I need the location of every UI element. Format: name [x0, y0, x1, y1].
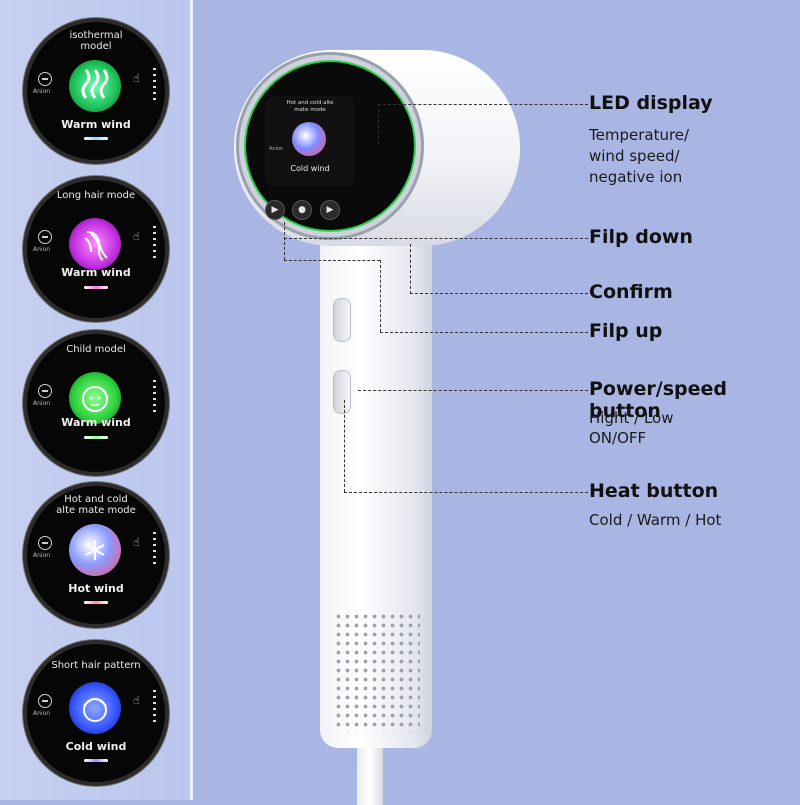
child-face-icon	[69, 372, 121, 424]
anion-label: Anion	[33, 552, 51, 559]
mode-screen-hot-cold: Hot and cold alte mate mode Anion ☝ Hot …	[27, 486, 165, 624]
wind-label: Warm wind	[61, 266, 131, 279]
leader-line-flip-down-drop	[284, 222, 285, 260]
leader-line-power	[358, 390, 588, 391]
anion-icon	[38, 694, 52, 708]
touch-icon: ☝	[133, 72, 140, 85]
mode-title: Hot and cold alte mate mode	[56, 494, 136, 516]
mode-title: Short hair pattern	[51, 660, 141, 671]
wind-label: Cold wind	[65, 740, 127, 753]
leader-line-led	[378, 104, 588, 105]
anion-label: Anion	[33, 710, 51, 717]
mode-indicator-bar	[84, 759, 108, 762]
led-wind-label: Cold wind	[290, 164, 330, 173]
anion-label: Anion	[33, 88, 51, 95]
leader-line-flip-up-drop	[380, 260, 381, 332]
mode-title: Child model	[66, 344, 126, 355]
long-hair-icon	[69, 218, 121, 270]
power-speed-button[interactable]	[333, 298, 351, 342]
flip-down-button[interactable]: ▶	[265, 200, 285, 220]
anion-label: Anion	[33, 400, 51, 407]
touch-icon: ☝	[133, 230, 140, 243]
touch-icon	[133, 384, 145, 398]
leader-line-flip-down	[284, 238, 588, 239]
label-confirm: Confirm	[589, 281, 673, 303]
leader-line-led-drop	[378, 104, 379, 144]
flip-up-button[interactable]: ▶	[320, 200, 340, 220]
anion-icon	[38, 384, 52, 398]
wind-label: Warm wind	[61, 416, 131, 429]
leader-line-flip-up	[380, 332, 588, 333]
mode-indicator-bar	[84, 137, 108, 140]
mode-screen-isothermal: isothermal model Anion ☝ Warm wind	[27, 22, 165, 160]
anion-label: Anion	[33, 246, 51, 253]
label-flip-up: Filp up	[589, 320, 663, 342]
heat-waves-icon	[69, 60, 121, 112]
mode-indicator-bar	[84, 286, 108, 289]
snowflake-icon	[69, 524, 121, 576]
air-intake-grille	[334, 612, 420, 732]
mode-title: isothermal model	[69, 30, 123, 52]
heat-button[interactable]	[333, 370, 351, 414]
label-power-desc-1: Hight / Low	[589, 409, 674, 427]
wind-label: Warm wind	[61, 118, 131, 131]
label-led-desc-3: negative ion	[589, 168, 683, 186]
snowflake-icon	[292, 122, 326, 156]
level-dots	[153, 226, 156, 262]
label-led-desc-2: wind speed/	[589, 147, 680, 165]
level-dots	[153, 68, 156, 104]
anion-icon	[38, 72, 52, 86]
short-hair-icon	[69, 682, 121, 734]
panel-divider	[190, 0, 193, 800]
level-dots	[153, 690, 156, 726]
wind-label: Hot wind	[68, 582, 124, 595]
anion-icon	[38, 536, 52, 550]
power-cord	[357, 745, 383, 805]
label-power-speed: Power/speed button	[589, 378, 728, 422]
leader-line-confirm-drop	[410, 244, 411, 294]
leader-line-heat-drop	[344, 400, 345, 492]
level-dots	[153, 380, 156, 416]
label-led-display: LED display	[589, 92, 713, 114]
touch-icon: ☝	[133, 536, 140, 549]
mode-screen-short-hair: Short hair pattern Anion ☝ Cold wind	[27, 644, 165, 782]
label-power-desc-2: ON/OFF	[589, 429, 647, 447]
label-flip-down: Filp down	[589, 226, 693, 248]
led-display: Hot and cold alte mate mode Anion Cold w…	[265, 96, 355, 186]
mode-indicator-bar	[84, 436, 108, 439]
confirm-button[interactable]: ●	[292, 200, 312, 220]
led-mode-title: Hot and cold alte mate mode	[286, 100, 334, 113]
leader-line-confirm	[410, 293, 588, 294]
touch-icon: ☝	[133, 694, 140, 707]
anion-label: Anion	[269, 146, 284, 152]
mode-screen-child: Child model Anion Warm wind	[27, 334, 165, 472]
label-led-desc-1: Temperature/	[589, 126, 690, 144]
level-dots	[153, 532, 156, 568]
anion-icon	[38, 230, 52, 244]
mode-screen-long-hair: Long hair mode Anion ☝ Warm wind	[27, 180, 165, 318]
leader-line-heat	[344, 492, 588, 493]
label-heat-desc: Cold / Warm / Hot	[589, 511, 722, 529]
mode-indicator-bar	[84, 601, 108, 604]
label-heat: Heat button	[589, 480, 719, 502]
mode-title: Long hair mode	[56, 190, 136, 201]
leader-line-flip-down-h	[284, 260, 380, 261]
